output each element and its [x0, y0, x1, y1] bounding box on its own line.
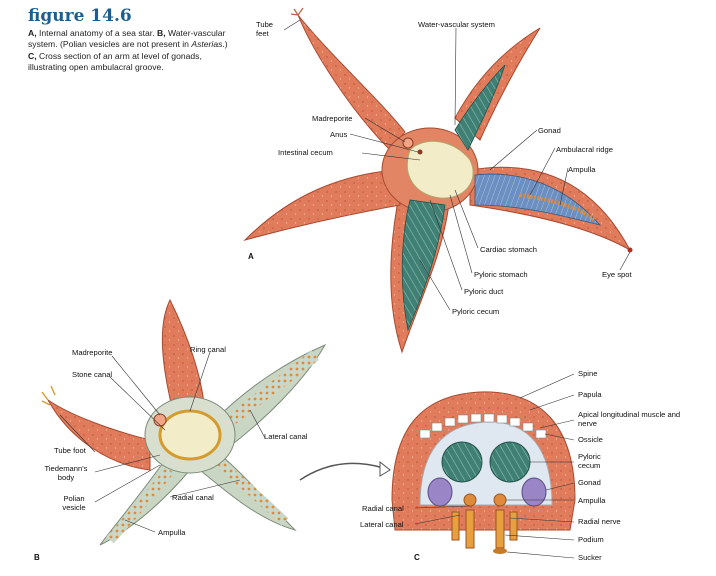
panel-b-ampulla-row-right	[221, 350, 319, 430]
panel-b-leaders	[59, 351, 266, 533]
panel-b-tube-feet	[41, 385, 56, 406]
label-b-radial-canal: Radial canal	[172, 493, 214, 502]
panel-a-anus	[417, 149, 423, 155]
label-a-ampulla: Ampulla	[568, 165, 596, 174]
panel-c-cecum-left	[441, 441, 483, 483]
label-c-podium: Podium	[578, 535, 604, 544]
caption-c-text: Cross section of an arm at level of gona…	[28, 50, 202, 72]
label-a-pyloric-duct: Pyloric duct	[464, 287, 504, 296]
panel-a-cecum-upper-right	[454, 64, 506, 151]
panel-b-ampulla-row-lower-left	[106, 466, 174, 544]
panel-c-ossicles	[419, 413, 547, 439]
label-c-ampulla: Ampulla	[578, 496, 606, 505]
panel-b-madreporite	[153, 413, 167, 427]
label-a-water-vascular-system: Water-vascular system	[418, 20, 495, 29]
label-a-gonad: Gonad	[538, 126, 561, 135]
panel-b-ring-canal	[158, 409, 222, 461]
panel-a-starfish	[243, 7, 633, 354]
panel-a-eye-spot	[627, 247, 633, 253]
panel-b-tag: B	[34, 553, 40, 562]
panel-c-gonad-left	[427, 477, 453, 507]
panel-a-tube-feet	[290, 7, 304, 16]
panel-c-podium-4	[509, 511, 518, 541]
label-c-gonad: Gonad	[578, 478, 601, 487]
label-c-pyloric-cecum: Pyloric cecum	[578, 452, 601, 470]
panel-c-leaders	[414, 373, 575, 559]
label-c-lateral-canal: Lateral canal	[360, 520, 404, 529]
b-to-c-arrow	[299, 462, 391, 481]
panel-c-sucker	[493, 548, 507, 554]
panel-b-arm-top	[161, 298, 206, 421]
label-a-pyloric-cecum: Pyloric cecum	[452, 307, 500, 316]
label-c-papula: Papula	[578, 390, 602, 399]
panel-b-starfish	[41, 298, 327, 546]
label-a-tube-feet: Tube feet	[256, 20, 274, 38]
caption-b-after: .)	[222, 39, 228, 50]
caption-b-italic: Asterias	[191, 39, 223, 50]
label-a-ambulacral-ridge: Ambulacral ridge	[556, 145, 613, 154]
panel-c-cross-section	[391, 391, 576, 554]
panel-a-tag: A	[248, 252, 254, 261]
panel-c-podium-3	[451, 511, 460, 541]
panel-c-ampulla-1	[463, 493, 477, 507]
label-c-sucker: Sucker	[578, 553, 602, 562]
panel-a-ampulla-row	[519, 193, 597, 222]
label-a-eye-spot: Eye spot	[602, 270, 632, 279]
label-a-cardiac-stomach: Cardiac stomach	[480, 245, 537, 254]
figure-caption: A, Internal anatomy of a sea star. B, Wa…	[28, 28, 232, 73]
panel-a-pyloric-cecum-area	[401, 199, 446, 332]
caption-c-key: C,	[28, 50, 37, 61]
label-b-stone-canal: Stone canal	[72, 370, 113, 379]
panel-a-leaders	[283, 19, 631, 311]
panel-c-podium-1	[465, 509, 475, 549]
panel-c-ampulla-2	[493, 493, 507, 507]
panel-c-tag: C	[414, 553, 420, 562]
caption-b-key: B,	[156, 28, 166, 38]
panel-b-ampulla-row-lower-right	[211, 456, 289, 526]
panel-c-cecum-right	[489, 441, 531, 483]
panel-a-madreporite	[402, 137, 414, 149]
label-a-anus: Anus	[330, 130, 348, 139]
label-b-polian-vesicle: Polian vesicle	[62, 494, 86, 512]
b-to-c-arrowhead	[379, 460, 391, 477]
label-c-radial-nerve: Radial nerve	[578, 517, 621, 526]
label-c-spine: Spine	[578, 369, 598, 378]
panel-a-arm-left	[243, 169, 401, 241]
panel-a-stomach	[406, 140, 474, 199]
label-b-lateral-canal: Lateral canal	[264, 432, 308, 441]
panel-c-podium-2	[495, 509, 505, 549]
label-c-ossicle: Ossicle	[578, 435, 603, 444]
caption-b-text: Water-vascular system. (Polian vesicles …	[28, 28, 226, 50]
label-b-ring-canal: Ring canal	[190, 345, 226, 354]
label-b-madreporite: Madreporite	[72, 348, 113, 357]
label-b-tube-foot: Tube foot	[54, 446, 86, 455]
label-b-tiedemanns-body: Tiedemann's body	[44, 464, 88, 482]
figure-title: figure 14.6	[28, 6, 132, 26]
caption-a-key: A,	[28, 28, 37, 38]
panel-a-arm-upper-left	[297, 14, 406, 151]
label-a-intestinal-cecum: Intestinal cecum	[278, 148, 333, 157]
label-c-radial-canal: Radial canal	[362, 504, 404, 513]
label-c-apical-muscle: Apical longitudinal muscle and nerve	[578, 410, 681, 428]
panel-c-gonad-right	[521, 477, 547, 507]
label-a-madreporite: Madreporite	[312, 114, 353, 123]
label-a-pyloric-stomach: Pyloric stomach	[474, 270, 528, 279]
panel-b-arm-left	[47, 399, 151, 471]
label-b-ampulla: Ampulla	[158, 528, 186, 537]
caption-a-text: Internal anatomy of a sea star.	[36, 28, 157, 38]
